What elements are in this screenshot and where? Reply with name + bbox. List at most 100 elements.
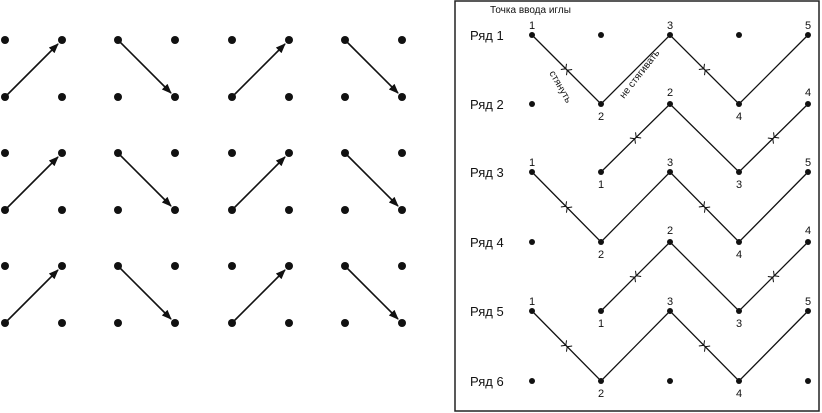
needle-point-dot [529,308,535,314]
grid-dot [114,206,122,214]
tension-mark [703,345,711,352]
tension-mark [629,276,636,283]
tension-mark [767,276,774,283]
stitch-arrow-up-right [231,269,286,324]
needle-point-dot [667,378,673,384]
point-number: 4 [805,87,811,99]
grid-dot [171,319,179,327]
tension-mark [560,340,568,347]
row-label: Ряд 1 [470,28,504,43]
needle-point-dot [805,308,811,314]
needle-point-dot [805,239,811,245]
grid-dot [58,319,66,327]
needle-point-dot [667,32,673,38]
tension-mark [629,137,636,144]
grid-dot [398,149,406,157]
needle-point-dot [736,32,742,38]
tension-mark [703,206,711,213]
needle-point-dot [805,32,811,38]
point-number: 4 [736,249,742,261]
needle-point-dot [529,169,535,175]
grid-dot [58,262,66,270]
stitch-arrow-up-right [4,43,59,98]
point-number: 3 [736,318,742,330]
grid-dot [285,93,293,101]
point-number: 3 [667,20,673,32]
point-number: 2 [598,111,604,123]
tension-mark [704,69,711,76]
grid-dot [58,149,66,157]
needle-point-dot [667,239,673,245]
point-number: 2 [598,388,604,400]
grid-dot [341,206,349,214]
stitch-arrow-down-right [117,152,172,207]
stitch-arrow-down-right [344,265,399,320]
grid-dot [58,93,66,101]
tension-mark [698,340,706,347]
needle-point-dot [598,101,604,107]
tension-mark [773,132,780,139]
tension-mark [698,201,706,208]
grid-dot [1,262,9,270]
grid-dot [114,319,122,327]
zigzag-a-line [531,310,809,382]
stitch-arrow-down-right [344,39,399,94]
point-number: 4 [805,225,811,237]
zigzag-b-line [600,103,809,173]
needle-point-dot [667,101,673,107]
grid-dot [58,206,66,214]
point-number: 1 [529,157,535,169]
grid-dot [398,319,406,327]
grid-dot [114,93,122,101]
stitch-arrow-up-right [231,43,286,98]
point-number: 3 [667,296,673,308]
stitch-arrow-up-right [4,269,59,324]
point-number: 5 [805,157,811,169]
tension-mark [566,69,573,76]
point-number: 3 [736,179,742,191]
tension-mark [767,137,774,144]
grid-dot [171,149,179,157]
grid-dot [1,36,9,44]
needle-point-dot [529,32,535,38]
stitch-arrow-down-right [344,152,399,207]
point-number: 3 [667,157,673,169]
stitch-arrow-down-right [117,265,172,320]
needle-point-dot [805,101,811,107]
needle-point-dot [598,239,604,245]
grid-dot [398,36,406,44]
grid-dot [341,319,349,327]
grid-dot [285,206,293,214]
pull-label: стянуть [546,69,573,105]
grid-dot [171,93,179,101]
grid-dot [398,206,406,214]
tension-mark [635,132,642,139]
needle-point-dot [736,101,742,107]
grid-dot [1,149,9,157]
tension-mark [698,63,705,70]
point-number: 1 [529,296,535,308]
point-number: 1 [598,318,604,330]
point-number: 5 [805,296,811,308]
grid-dot [285,36,293,44]
tension-mark [560,63,567,70]
point-number: 1 [529,20,535,32]
grid-dot [171,206,179,214]
grid-dot [58,36,66,44]
needle-point-dot [598,308,604,314]
needle-entry-label: Точка ввода иглы [490,5,571,16]
needle-point-dot [529,101,535,107]
needle-point-dot [598,169,604,175]
grid-dot [228,262,236,270]
grid-dot [171,36,179,44]
right-panel-frame [454,0,820,412]
point-number: 1 [598,179,604,191]
stitch-arrow-down-right [117,39,172,94]
point-number: 2 [667,87,673,99]
tension-mark [560,201,568,208]
grid-dot [228,36,236,44]
point-number: 5 [805,20,811,32]
tension-mark [773,270,780,277]
needle-point-dot [667,169,673,175]
